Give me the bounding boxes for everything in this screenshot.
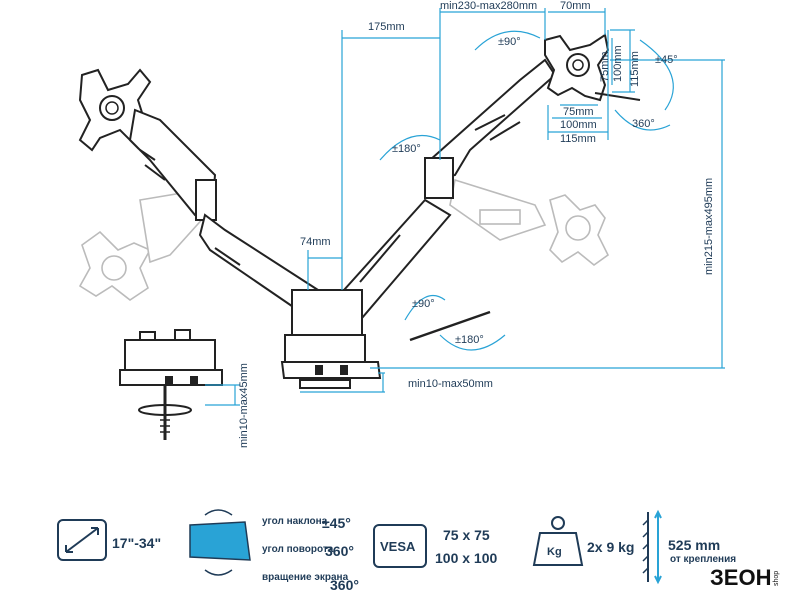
spec-vesa-2: 100 x 100 — [435, 550, 497, 566]
dim-175: 175mm — [368, 21, 405, 33]
spec-tilt-label: угол наклона — [262, 516, 328, 527]
angle-labels: ±90° ±45° 360° ±180° ±90° ±180° — [392, 36, 678, 346]
central-mount — [280, 289, 382, 389]
spec-rotation-label: вращение экрана — [262, 572, 349, 583]
spec-extension-note: от крепления — [670, 554, 736, 565]
arm-left-upper — [128, 108, 217, 221]
dim-70: 70mm — [560, 0, 591, 12]
spec-screen-size: 17"-34" — [112, 535, 161, 551]
dimension-lines — [205, 8, 725, 406]
spec-weight: 2x 9 kg — [587, 539, 634, 555]
weight-badge: Kg — [547, 546, 562, 558]
dimension-labels: 175mm min230-max280mm 70mm 74mm 75mm 100… — [238, 0, 715, 448]
screen-rotation-icon — [189, 509, 251, 576]
logo-text: ЗЕОН — [710, 565, 771, 590]
brand-logo: ЗЕОН shop — [710, 565, 780, 590]
spec-rotation-value: 360° — [330, 577, 359, 593]
vesa-plate-left-ghost — [78, 230, 152, 301]
spec-extension: 525 mm — [668, 537, 720, 553]
angle-180-upper: ±180° — [392, 143, 421, 155]
clamp-left — [119, 329, 223, 440]
dim-vesa-115-w: 115mm — [560, 133, 596, 145]
vesa-plate-right — [544, 33, 610, 102]
angle-360: 360° — [632, 118, 655, 130]
dim-height: min215-max495mm — [703, 178, 715, 275]
dim-reach: min230-max280mm — [440, 0, 537, 12]
weight-icon — [532, 516, 584, 566]
angle-180-lower: ±180° — [455, 334, 484, 346]
dim-vesa-100-h: 100mm — [612, 45, 624, 82]
dim-clamp: min10-max45mm — [238, 363, 250, 448]
extension-icon — [642, 509, 662, 585]
spec-swivel-label: угол поворота — [262, 544, 334, 555]
vesa-plate-right-ghost — [549, 194, 610, 267]
dim-74: 74mm — [300, 236, 331, 248]
dim-vesa-75-w: 75mm — [563, 106, 594, 118]
dim-desk: min10-max50mm — [408, 378, 493, 390]
angle-rotate-90-top: ±90° — [498, 36, 521, 48]
dim-vesa-115-h: 115mm — [629, 51, 641, 87]
arm-right-upper — [424, 58, 557, 199]
spec-strip: 17"-34" угол наклона ±45° угол поворота … — [57, 509, 736, 593]
vesa-badge: VESA — [380, 539, 416, 554]
angle-90-lower: ±90° — [412, 298, 435, 310]
angle-tilt-45: ±45° — [655, 54, 678, 66]
logo-suffix: shop — [773, 571, 780, 586]
vesa-icon — [373, 524, 427, 568]
dim-vesa-75-h: 75mm — [599, 51, 611, 82]
tilt-indicator — [409, 92, 641, 342]
spec-swivel-value: 360° — [325, 543, 354, 559]
spec-vesa-1: 75 x 75 — [443, 527, 490, 543]
spec-tilt-value: ±45° — [322, 515, 351, 531]
dim-vesa-100-w: 100mm — [560, 119, 597, 131]
arm-right-ghost — [449, 178, 547, 241]
